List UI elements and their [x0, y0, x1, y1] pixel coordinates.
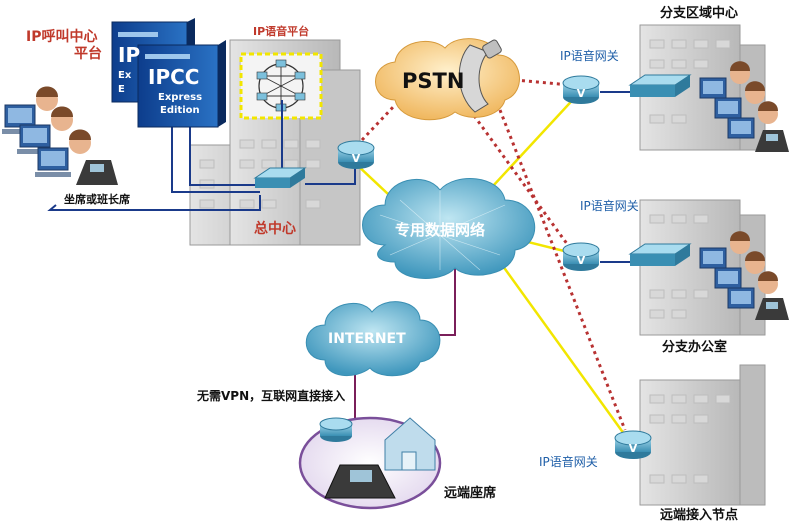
branch-office-agent-group	[699, 231, 789, 320]
ipcc-back-title: IP	[118, 43, 140, 67]
branch-region-agent-group	[699, 61, 789, 152]
branch-office-switch	[628, 243, 692, 266]
gateway-label-1: IP语音网关	[560, 49, 619, 63]
pstn-label: PSTN	[402, 69, 464, 93]
svg-text:V: V	[629, 442, 638, 455]
svg-text:V: V	[577, 254, 586, 267]
internet-cloud	[305, 301, 441, 377]
internet-label: INTERNET	[328, 331, 406, 347]
headquarters-label: 总中心	[254, 221, 296, 237]
ipcc-platform-label: 平台	[74, 46, 102, 62]
hq-agent-group	[2, 86, 118, 185]
ipcc-front-line2: Edition	[160, 105, 200, 116]
ipcc-front-line1: Express	[158, 92, 202, 103]
gateway-label-3: IP语音网关	[539, 455, 598, 469]
ipcc-center-label: IP呼叫中心	[26, 29, 98, 45]
remote-node-gateway-router: V	[614, 430, 652, 459]
branch-region-gateway-router: V	[562, 75, 600, 104]
ipcc-box-front	[137, 40, 226, 128]
ipcc-front-title: IPCC	[148, 65, 199, 89]
ip-voice-platform-label: IP语音平台	[253, 25, 310, 38]
branch-office-label: 分支办公室	[662, 340, 728, 355]
ipcc-back-line2: E	[118, 84, 125, 95]
red-dotted-links	[360, 78, 627, 431]
private-network-cloud	[362, 178, 536, 279]
remote-access-node-label: 远端接入节点	[660, 508, 739, 523]
remote-seat-label: 远端座席	[444, 486, 497, 501]
gateway-label-2: IP语音网关	[580, 199, 639, 213]
private-network-label: 专用数据网络	[395, 221, 485, 239]
no-vpn-access-label: 无需VPN，互联网直接接入	[197, 389, 346, 403]
svg-text:V: V	[352, 152, 361, 165]
hq-voice-router: V	[337, 140, 375, 169]
remote-seat-router	[319, 417, 353, 442]
branch-office-gateway-router: V	[562, 242, 600, 271]
svg-text:V: V	[577, 87, 586, 100]
branch-region-switch	[628, 74, 692, 97]
ipcc-back-line1: Ex	[118, 70, 132, 81]
agent-seats-label: 坐席或班长席	[64, 193, 130, 206]
pstn-cloud	[375, 38, 520, 121]
branch-region-center-label: 分支区域中心	[660, 6, 739, 21]
remote-access-node-building	[639, 364, 766, 506]
hq-switch	[253, 167, 307, 188]
